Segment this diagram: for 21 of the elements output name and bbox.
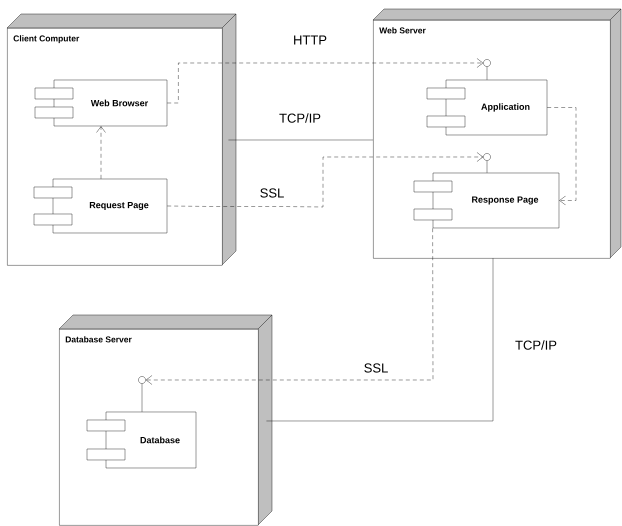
connector bbox=[547, 107, 576, 206]
connector bbox=[96, 126, 106, 179]
interface-stem bbox=[486, 66, 488, 80]
component-box: Application bbox=[426, 80, 548, 136]
edge-label: TCP/IP bbox=[514, 339, 558, 351]
edge-label: TCP/IP bbox=[278, 112, 322, 124]
component-box: Request Page bbox=[34, 178, 168, 234]
edge-label: HTTP bbox=[292, 34, 328, 46]
connector bbox=[167, 58, 484, 104]
connector bbox=[146, 228, 434, 385]
edge-label: SSL bbox=[362, 362, 390, 374]
interface-circle bbox=[483, 59, 491, 67]
component-box: Web Browser bbox=[34, 80, 168, 126]
interface-circle bbox=[138, 376, 146, 384]
connector bbox=[167, 152, 484, 208]
component-box: Response Page bbox=[414, 172, 560, 228]
interface-circle bbox=[483, 153, 491, 161]
connector bbox=[266, 258, 494, 422]
interface-stem bbox=[486, 160, 488, 173]
component-box: Database bbox=[86, 412, 196, 468]
edge-label: SSL bbox=[258, 187, 286, 199]
